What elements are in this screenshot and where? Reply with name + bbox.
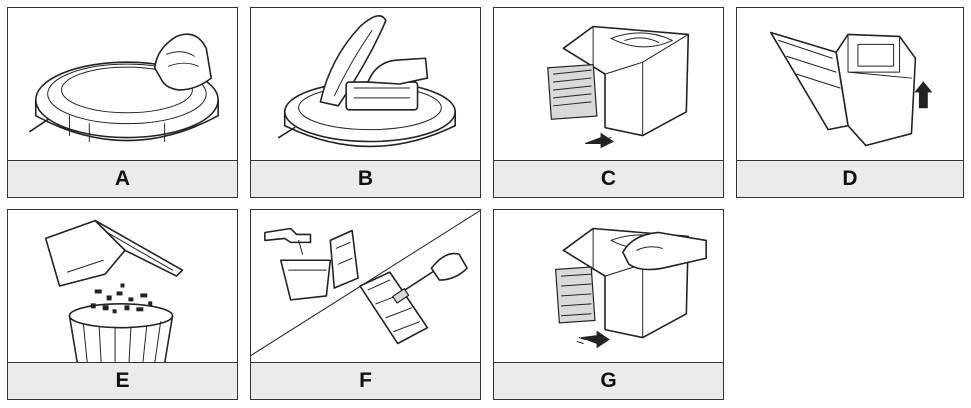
step-panel-e: E [7, 209, 238, 400]
step-panel-a: A [7, 7, 238, 198]
step-label: F [251, 362, 480, 399]
reinsert-filter-illustration [554, 227, 707, 349]
step-label: C [494, 160, 723, 197]
robot-lid-open-illustration [277, 15, 457, 148]
step-panel-b: B [250, 7, 481, 198]
step-label: D [737, 160, 963, 197]
step-label: A [8, 160, 237, 197]
step-panel-c: C [493, 7, 724, 198]
step-panel-g: G [493, 209, 724, 400]
dustbin-open-illustration [769, 31, 933, 147]
step-label: E [8, 362, 237, 399]
step-panel-d: D [736, 7, 964, 198]
rinse-and-brush-illustration [251, 210, 480, 356]
robot-cover-removal-illustration [29, 33, 219, 143]
filter-removal-illustration [547, 25, 690, 149]
step-panel-f: F [250, 209, 481, 400]
step-label: G [494, 362, 723, 399]
step-label: B [251, 160, 480, 197]
empty-dustbin-illustration [44, 219, 184, 364]
